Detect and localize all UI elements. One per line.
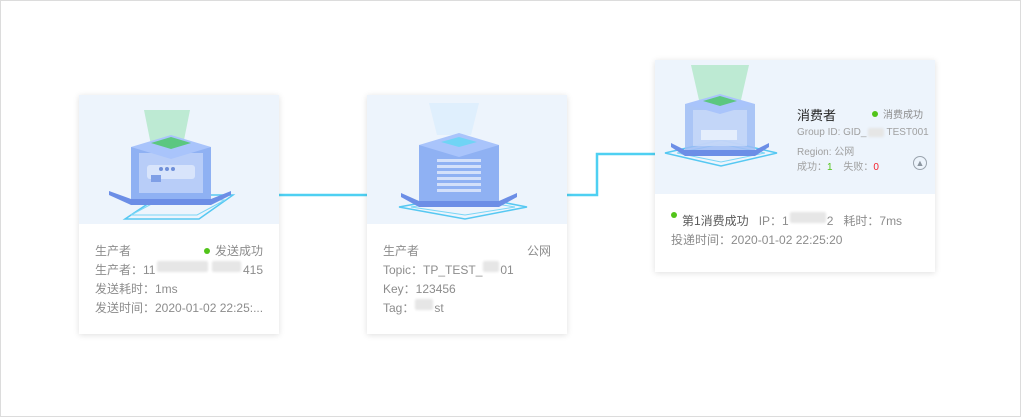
chevron-up-icon[interactable]: ▲: [913, 156, 927, 170]
producer-card[interactable]: 生产者 发送成功 生产者：11 415 发送耗时：1ms 发送时间：2020-0…: [79, 95, 279, 334]
producer-card-title: 生产者: [95, 244, 132, 258]
consumer-status: 消费成功: [872, 106, 923, 121]
producer-status-text: 发送成功: [214, 244, 263, 258]
topic-name-label: Topic：TP_TEST_: [383, 263, 483, 277]
consumer-group-id: Group ID: GID_ TEST001: [797, 127, 929, 138]
consumer-server-icon: [664, 65, 778, 167]
redacted-text: [868, 127, 885, 137]
topic-network: 公网: [526, 244, 551, 258]
success-count-label: 成功：: [797, 162, 827, 173]
producer-id-suffix: 415: [242, 263, 263, 277]
topic-name-suffix: 01: [500, 263, 514, 277]
producer-status: 发送成功: [203, 242, 263, 261]
redacted-text: [211, 261, 241, 272]
success-dot-icon: [671, 212, 677, 218]
topic-server-icon: [398, 103, 528, 220]
consumer-status-text: 消费成功: [883, 110, 923, 121]
success-count: 1: [827, 162, 833, 173]
consumer-card[interactable]: 消费者 消费成功 Group ID: GID_ TEST001 Region: 公…: [655, 60, 935, 272]
topic-card[interactable]: 生产者 公网 Topic：TP_TEST_ 01 Key：123456 Tag：…: [367, 95, 567, 334]
topic-tag-suffix: st: [434, 301, 444, 315]
consumer-group-id-suffix: TEST001: [886, 127, 929, 138]
fail-count-label: 失败：: [843, 162, 874, 173]
producer-send-time: 发送时间：2020-01-02 22:25:...: [95, 301, 264, 315]
redacted-text: [789, 212, 826, 223]
topic-card-title: 生产者: [383, 244, 420, 258]
producer-send-cost: 发送耗时：1ms: [95, 282, 178, 296]
producer-illustration: [79, 95, 279, 224]
success-dot-icon: [872, 111, 878, 118]
consumer-card-title: 消费者: [797, 108, 837, 123]
consumer-counts: 成功：1 失败：0: [797, 158, 879, 173]
delivery-time-cost: 耗时：7ms: [843, 214, 903, 228]
delivery-ip-suffix: 2: [826, 214, 834, 228]
consumer-group-id-label: Group ID: GID_: [797, 127, 867, 138]
fail-count: 0: [873, 162, 879, 173]
redacted-text: [415, 299, 434, 310]
topic-tag-label: Tag：: [383, 301, 415, 315]
redacted-text: [157, 261, 208, 272]
topic-key: Key：123456: [383, 282, 456, 296]
producer-server-icon: [109, 110, 236, 220]
consumer-region: Region: 公网: [797, 147, 855, 158]
consumer-illustration: [655, 60, 935, 194]
delivery-time: 投递时间：2020-01-02 22:25:20: [671, 233, 843, 247]
redacted-text: [483, 261, 500, 272]
success-dot-icon: [203, 247, 210, 254]
topic-illustration: [367, 95, 567, 224]
delivery-ip-label: IP：1: [758, 214, 789, 228]
producer-id-label: 生产者：11: [95, 263, 156, 277]
delivery-title: 第1消费成功: [682, 214, 749, 228]
